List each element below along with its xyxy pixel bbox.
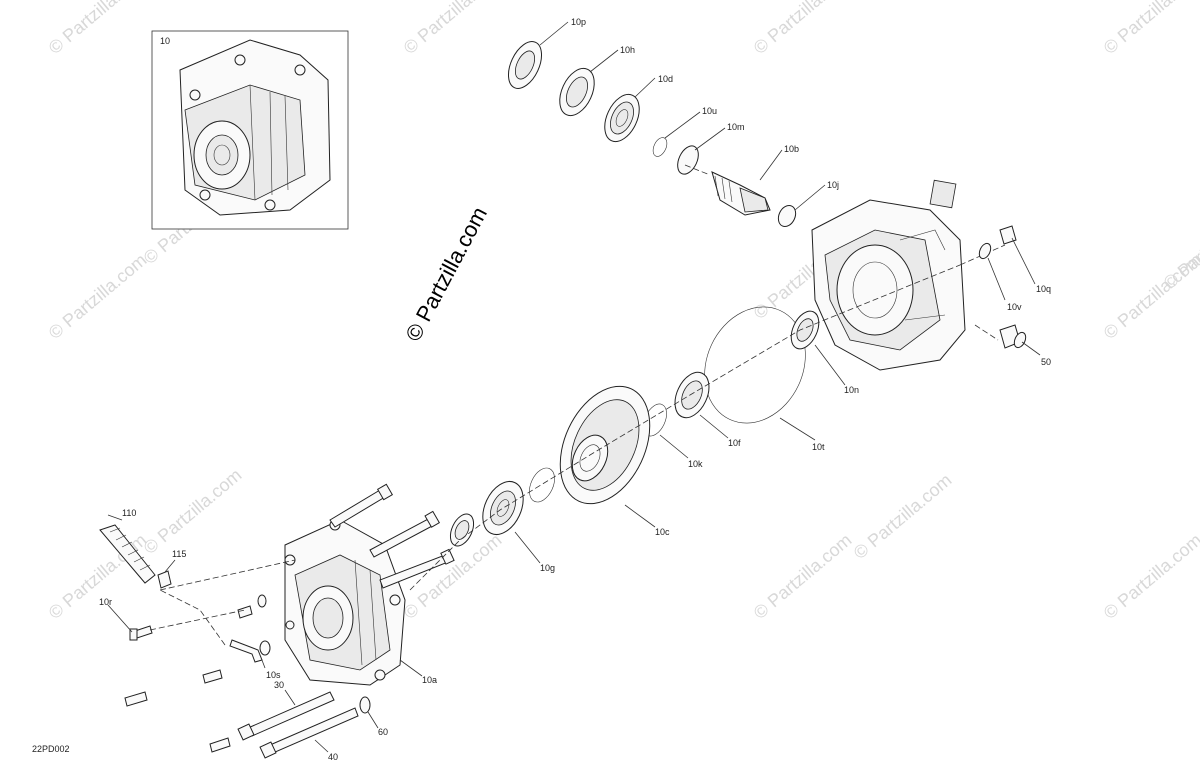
label-10b: 10b [784, 144, 799, 154]
long-studs [329, 483, 455, 589]
fitting-115 [157, 570, 172, 589]
seal-10n [790, 310, 820, 350]
pinion-shaft-10b [711, 171, 771, 216]
label-10d: 10d [658, 74, 673, 84]
inset-assembly: 10 [151, 30, 349, 230]
watermark: © Partzilla.com [1100, 0, 1200, 58]
ring-small [529, 467, 555, 503]
label-30: 30 [274, 680, 284, 690]
bracket-10s [229, 639, 271, 663]
watermark: © Partzilla.com [140, 465, 246, 558]
watermark: © Partzilla.com [45, 530, 151, 623]
seal-left [449, 513, 475, 547]
label-10c: 10c [655, 527, 670, 537]
left-housing-10a [284, 519, 406, 686]
bolt-small-left [237, 594, 267, 619]
washer-60 [359, 696, 371, 714]
inset-label: 10 [160, 36, 170, 46]
washer-10v [978, 242, 992, 260]
watermark: © Partzilla.com [750, 0, 856, 58]
seal-10p [507, 41, 543, 89]
label-10f: 10f [728, 438, 741, 448]
inset-housing-drawing [179, 39, 331, 216]
bushing-10j [777, 204, 797, 228]
fitting-50 [999, 324, 1027, 349]
label-10s: 10s [266, 670, 281, 680]
label-115: 115 [172, 549, 186, 559]
watermark: © Partzilla.com [1100, 530, 1200, 623]
label-10v: 10v [1007, 302, 1022, 312]
bearing-10f [674, 371, 710, 419]
leader-lines [107, 21, 1041, 753]
shim-10m [677, 145, 699, 175]
label-50: 50 [1041, 357, 1051, 367]
label-10u: 10u [702, 106, 717, 116]
bolt-left-lower [124, 669, 223, 707]
watermark: © Partzilla.com [1160, 200, 1200, 293]
watermark: © Partzilla.com [45, 0, 151, 58]
part-labels: 10p 10h 10d 10u 10m 10b 10j 10q 10v 50 1… [99, 17, 1051, 762]
label-10a: 10a [422, 675, 437, 685]
long-bolt-40 [209, 707, 359, 759]
label-40: 40 [328, 752, 338, 762]
ring-gear-10c [559, 385, 651, 505]
long-bolt-30 [237, 691, 335, 741]
bearing-10g [482, 481, 524, 535]
label-10k: 10k [688, 459, 703, 469]
ring-10u [652, 137, 668, 157]
bolt-10r [129, 625, 153, 641]
bearing-10d [604, 93, 640, 143]
label-10p: 10p [571, 17, 586, 27]
label-10j: 10j [827, 180, 839, 190]
watermark: © Partzilla.com [850, 470, 956, 563]
watermark: © Partzilla.com [750, 530, 856, 623]
center-watermark: © Partzilla.com [400, 203, 492, 346]
label-110: 110 [122, 508, 136, 518]
bolt-10q [999, 225, 1017, 245]
right-housing [811, 179, 1006, 371]
label-60: 60 [378, 727, 388, 737]
label-10t: 10t [812, 442, 825, 452]
label-10r: 10r [99, 597, 112, 607]
assembly-lines [149, 164, 961, 646]
spring-110 [99, 524, 156, 584]
drawing-code: 22PD002 [32, 744, 70, 754]
watermark: © Partzilla.com [45, 250, 151, 343]
label-10q: 10q [1036, 284, 1051, 294]
label-10n: 10n [844, 385, 859, 395]
label-10g: 10g [540, 563, 555, 573]
label-10m: 10m [727, 122, 745, 132]
sleeve-10h [559, 67, 595, 117]
label-10h: 10h [620, 45, 635, 55]
watermark: © Partzilla.com [400, 0, 506, 58]
oring-10t [704, 306, 806, 424]
